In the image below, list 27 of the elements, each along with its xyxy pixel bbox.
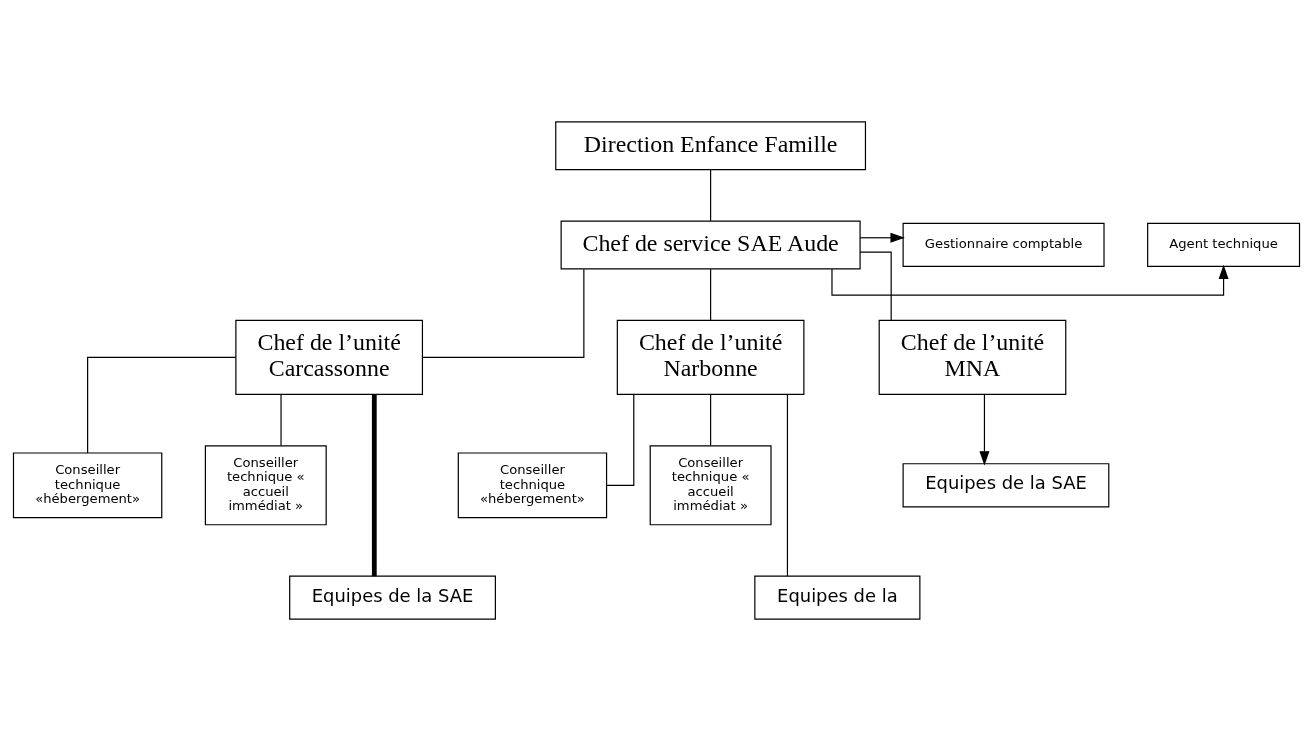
connector [710, 168, 712, 221]
node-box: Equipes de la SAE [289, 575, 496, 620]
node-box: Direction Enfance Famille [555, 120, 867, 170]
connector [371, 394, 377, 576]
node-box: Chef de l’unité Narbonne [616, 319, 805, 395]
arrow [859, 232, 905, 243]
arrow [831, 264, 1229, 296]
node-box: Chef de l’unité Carcassonne [235, 319, 424, 395]
connector [421, 268, 585, 358]
node-box: Gestionnaire comptable [902, 222, 1105, 267]
connector [710, 393, 712, 446]
connector [786, 393, 789, 577]
node-box: Agent technique [1147, 222, 1301, 267]
node-box: Conseiller technique « accueil immédiat » [204, 444, 327, 525]
node-box: Conseiller technique « accueil immédiat » [649, 444, 772, 525]
connector [87, 356, 237, 454]
node-box: Equipes de la SAE [902, 462, 1110, 507]
node-box: Equipes de la [754, 575, 921, 620]
node-box: Chef de l’unité MNA [878, 319, 1067, 395]
connector [710, 268, 712, 321]
node-box: Chef de service SAE Aude [560, 219, 861, 269]
node-box: Conseiller technique «hébergement» [457, 451, 608, 518]
arrow [979, 393, 990, 465]
connector [280, 393, 282, 446]
connector [606, 393, 635, 486]
node-box: Conseiller technique «hébergement» [12, 451, 163, 518]
connector [859, 251, 892, 321]
